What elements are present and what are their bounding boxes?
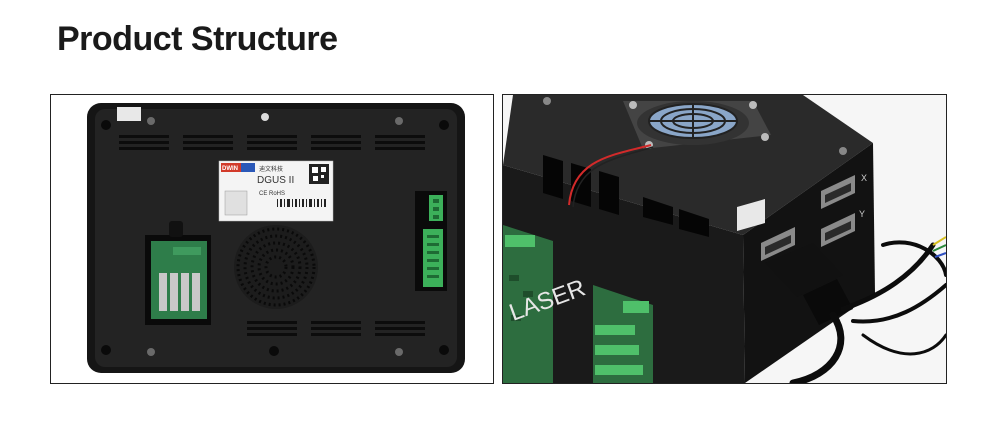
label-ce-mark: CE RoHS <box>259 191 285 197</box>
port-x-label: X <box>861 173 867 183</box>
cable-plug <box>765 243 853 325</box>
product-label: DWIN 迪文科技 DGUS II CE RoHS <box>218 160 334 222</box>
display-back-illustration: DWIN 迪文科技 DGUS II CE RoHS <box>51 95 493 383</box>
vent-slots-bottom <box>247 321 425 336</box>
display-back-photo: DWIN 迪文科技 DGUS II CE RoHS <box>50 94 494 384</box>
pcb-board <box>503 225 653 383</box>
fan-wire <box>568 144 652 206</box>
label-company: 迪文科技 <box>259 165 283 173</box>
box-top-face <box>503 95 873 235</box>
wire-ends <box>932 236 946 258</box>
speaker-grille <box>234 225 318 309</box>
vent-slots-top <box>119 135 425 150</box>
sd-card-slot <box>145 221 211 325</box>
serial-ports <box>761 175 855 261</box>
cooling-fan <box>623 101 771 149</box>
page-title: Product Structure <box>57 20 338 58</box>
terminal-block <box>415 191 447 291</box>
port-y-label: Y <box>859 209 865 219</box>
screw-icons <box>101 120 449 356</box>
vent-slots <box>543 155 709 237</box>
control-box-illustration: LASER X Y <box>503 95 946 383</box>
control-box-photo: LASER X Y <box>502 94 947 384</box>
label-brand: DWIN <box>222 166 238 172</box>
barcode <box>277 199 326 207</box>
cables <box>789 240 946 383</box>
label-model: DGUS II <box>257 175 294 186</box>
